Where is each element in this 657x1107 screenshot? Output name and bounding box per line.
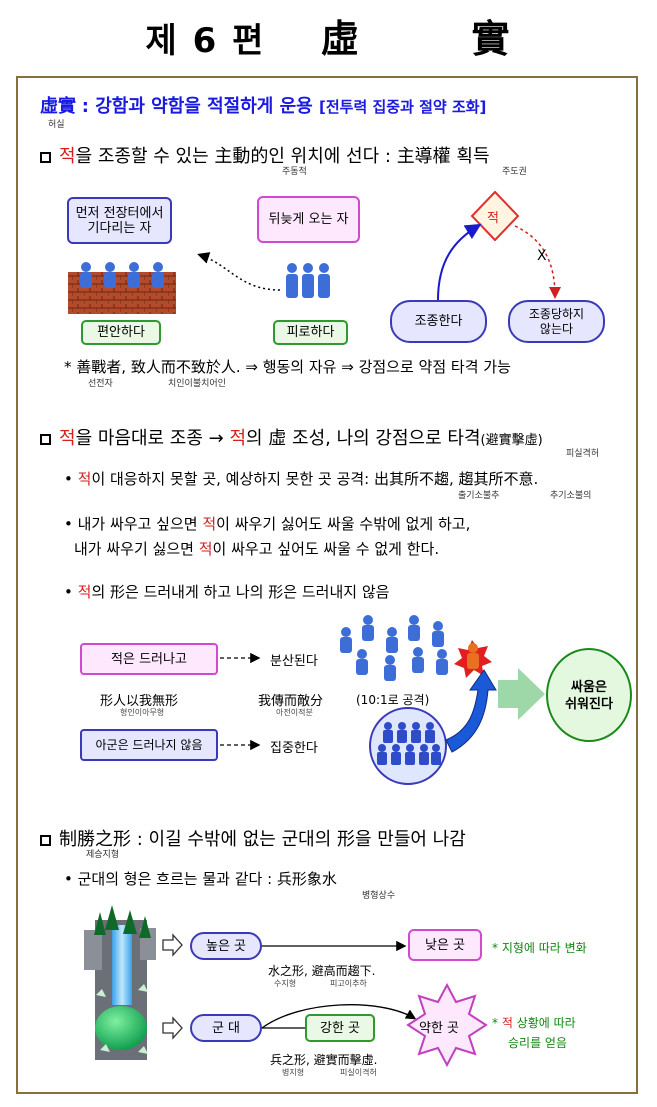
- box-strong-point: 강한 곳: [305, 1014, 375, 1042]
- x-mark: X: [537, 248, 547, 264]
- enemy-diamond-label: 적: [487, 211, 499, 226]
- s1-reading1: 주동적: [282, 167, 307, 177]
- s3-bullet-reading: 병형상수: [362, 891, 396, 901]
- hanja-mid: 我傳而敵分: [258, 694, 324, 709]
- army-reading1: 병지형: [282, 1068, 305, 1077]
- box-comfortable: 편안하다: [81, 320, 161, 345]
- s2-bullet2-line2: 내가 싸우기 싫으면 적이 싸우고 싶어도 싸울 수 없게 한다.: [74, 540, 440, 558]
- dispersed-enemy-icon: [340, 615, 448, 681]
- header-line: 虛實 : 강함과 약함을 적절하게 운용 [전투력 집중과 절약 조화]: [40, 96, 487, 117]
- box-army: 군 대: [190, 1014, 262, 1042]
- s3-bullet: • 군대의 형은 흐르는 물과 같다 : 兵形象水: [64, 870, 337, 888]
- box-ally-hidden: 아군은 드러나지 않음: [80, 729, 218, 761]
- s2-bullet2-line1: • 내가 싸우고 싶으면 적이 싸우기 싫어도 싸울 수밖에 없게 하고,: [64, 515, 471, 533]
- checkbox-bullet-icon: [40, 152, 51, 163]
- box-tired: 피로하다: [273, 320, 348, 345]
- concentrated-army-icon: [369, 707, 447, 785]
- s2-b1-reading1: 출기소불추: [458, 491, 500, 501]
- s3-heading: 制勝之形 : 이길 수밖에 없는 군대의 形을 만들어 나감: [40, 825, 466, 851]
- s1-reading2: 주도권: [502, 167, 527, 177]
- army-hanja: 兵之形, 避實而擊虛.: [270, 1053, 378, 1067]
- label-disperse: 분산된다: [270, 654, 318, 669]
- situation-note: * 적 상황에 따라: [492, 1016, 576, 1030]
- s1-heading: 적을 조종할 수 있는 主動的인 위치에 선다 : 主導權 획득: [40, 142, 490, 168]
- s2-bullet3: • 적의 形은 드러내게 하고 나의 形은 드러내지 않음: [64, 583, 390, 601]
- water-reading2: 피고이추하: [330, 979, 367, 988]
- s3-heading-reading: 제승지형: [86, 850, 120, 860]
- hanja-left: 形人以我無形: [100, 694, 179, 709]
- ratio-label: (10:1로 공격): [356, 693, 430, 707]
- s2-heading: 적을 마음대로 조종 → 적의 虛 조성, 나의 강점으로 타격(避實擊虛): [40, 424, 543, 450]
- s1-note-reading2: 치인이불치어인: [168, 379, 226, 389]
- target-soldier-icon: [467, 643, 479, 669]
- marching-soldiers-icon: [286, 263, 330, 298]
- s2-reading: 피실격허: [566, 449, 600, 459]
- box-enemy-revealed: 적은 드러나고: [80, 643, 218, 675]
- fight-easy-label: 싸움은 쉬워진다: [565, 680, 613, 712]
- box-not-controlled: 조종당하지 않는다: [508, 300, 605, 343]
- box-control: 조종한다: [390, 300, 487, 343]
- terrain-note: * 지형에 따라 변화: [492, 941, 587, 955]
- label-concentrate: 집중한다: [270, 741, 318, 756]
- waterfall-icon: [84, 905, 156, 1060]
- s2-bullet1: • 적이 대응하지 못할 곳, 예상하지 못한 곳 공격: 出其所不趨, 趨其所…: [64, 470, 539, 488]
- water-reading1: 수지형: [274, 979, 297, 988]
- hanja-left-reading: 형인이아무형: [120, 708, 165, 717]
- box-low-ground: 낮은 곳: [408, 929, 482, 961]
- checkbox-bullet-icon: [40, 434, 51, 445]
- situation-note-2: 승리를 얻음: [508, 1036, 568, 1050]
- box-wait-first: 먼저 전장터에서 기다리는 자: [67, 197, 172, 244]
- box-arrive-late: 뒤늦게 오는 자: [257, 196, 360, 243]
- page-title: 제 6 편 虛 實: [145, 17, 512, 61]
- weak-point-label: 약한 곳: [419, 1021, 460, 1036]
- checkbox-bullet-icon: [40, 835, 51, 846]
- water-hanja: 水之形, 避高而趨下.: [268, 964, 376, 978]
- army-reading2: 피실이격허: [340, 1068, 377, 1077]
- content-frame: [16, 76, 638, 1094]
- s1-note: * 善戰者, 致人而不致於人. ⇒ 행동의 자유 ⇒ 강점으로 약점 타격 가능: [64, 358, 511, 376]
- fortified-soldiers-icon: [68, 262, 176, 314]
- hanja-mid-reading: 아전이적분: [276, 708, 313, 717]
- s1-note-reading1: 선전자: [88, 379, 113, 389]
- box-high-ground: 높은 곳: [190, 932, 262, 960]
- header-reading: 허실: [48, 120, 65, 130]
- s2-b1-reading2: 추기소불의: [550, 491, 592, 501]
